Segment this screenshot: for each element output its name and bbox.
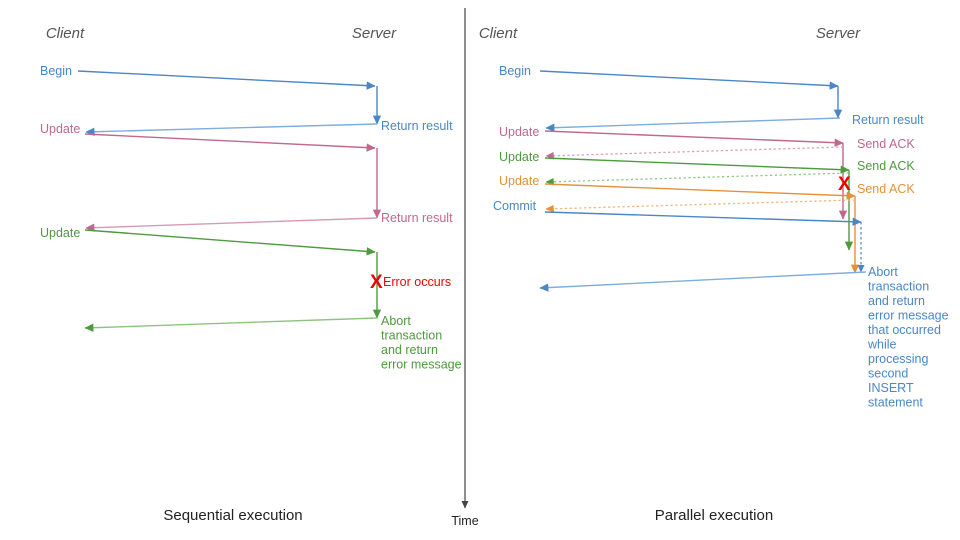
parallel-label-send-ack-3: Send ACK [857, 182, 915, 196]
sequential-arrow-begin [77, 70, 376, 90]
sequential-label-begin: Begin [40, 64, 72, 78]
time-axis-layer: Time [451, 8, 479, 528]
parallel-arrow-send-ack-3 [545, 199, 856, 213]
sequential-error-x-icon: X [370, 272, 383, 293]
parallel-label-commit: Commit [493, 199, 537, 213]
sequential-arrow-update-1 [84, 133, 376, 152]
parallel-arrow-send-ack-1 [545, 146, 844, 160]
parallel-label-send-ack-2: Send ACK [857, 159, 915, 173]
parallel-arrow-abort-return [539, 271, 867, 292]
parallel-caption: Parallel execution [655, 507, 773, 524]
parallel-arrow-update-1 [544, 130, 844, 147]
time-axis-label: Time [451, 514, 478, 528]
parallel-label-send-ack-1: Send ACK [857, 137, 915, 151]
parallel-client-lane-title: Client [479, 25, 518, 42]
parallel-error-x-icon: X [838, 174, 851, 195]
parallel-arrow-return-result [545, 117, 841, 132]
parallel-label-return-result: Return result [852, 113, 924, 127]
sequential-error-label: Error occurs [383, 275, 451, 289]
parallel-label-begin: Begin [499, 64, 531, 78]
parallel-server-lane-title: Server [816, 25, 861, 42]
parallel-arrow-update-2 [544, 157, 850, 174]
sequential-server-lane-title: Server [352, 25, 397, 42]
sequential-label-update-2: Update [40, 226, 80, 240]
parallel-arrow-send-ack-2 [545, 172, 850, 186]
sequential-arrow-update-2 [84, 229, 376, 256]
parallel-label-update-1: Update [499, 125, 539, 139]
parallel-label-update-2: Update [499, 150, 539, 164]
sequential-arrow-return-result-1 [85, 123, 378, 136]
parallel-arrow-begin [539, 70, 839, 90]
parallel-label-update-3: Update [499, 174, 539, 188]
sequential-label-return-result-1: Return result [381, 119, 453, 133]
sequential-arrow-abort-return [84, 317, 378, 332]
sequential-caption: Sequential execution [163, 507, 302, 524]
parallel-arrow-update-3 [544, 183, 856, 200]
parallel-arrow-commit [544, 211, 862, 226]
sequential-label-return-result-2: Return result [381, 211, 453, 225]
sequential-label-update-1: Update [40, 122, 80, 136]
sequential-client-lane-title: Client [46, 25, 85, 42]
sequential-arrow-return-result-2 [85, 217, 378, 232]
